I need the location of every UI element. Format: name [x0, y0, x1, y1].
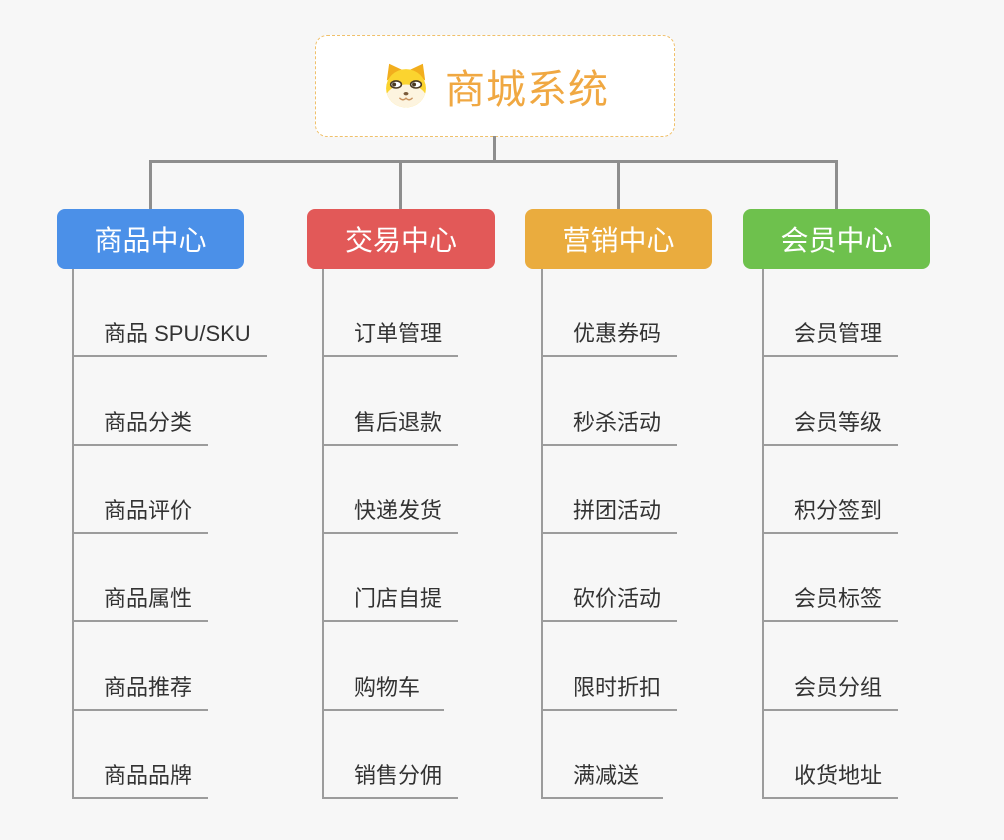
- child-topic[interactable]: 售后退款: [324, 357, 459, 446]
- child-topic[interactable]: 销售分佣: [324, 711, 459, 799]
- root-topic-title: 商城系统: [445, 68, 609, 112]
- child-topic[interactable]: 商品属性: [74, 534, 209, 623]
- child-topic[interactable]: 商品 SPU/SKU: [74, 269, 267, 358]
- child-topic[interactable]: 会员管理: [764, 269, 899, 358]
- child-topic[interactable]: 拼团活动: [543, 446, 678, 534]
- branch-topic-member[interactable]: 会员中心: [743, 209, 930, 269]
- child-topic[interactable]: 砍价活动: [543, 534, 678, 623]
- child-topic[interactable]: 限时折扣: [543, 622, 678, 711]
- child-topic[interactable]: 商品品牌: [74, 711, 209, 799]
- child-topic[interactable]: 订单管理: [324, 269, 459, 358]
- connector-drop: [149, 160, 152, 209]
- child-topic[interactable]: 收货地址: [764, 711, 899, 799]
- child-topic[interactable]: 积分签到: [764, 446, 899, 534]
- child-topic[interactable]: 会员标签: [764, 534, 899, 623]
- branch-topic-marketing[interactable]: 营销中心: [525, 209, 712, 269]
- connector-drop: [399, 160, 402, 209]
- branch-children-member: 会员管理会员等级积分签到会员标签会员分组收货地址: [762, 269, 899, 799]
- child-topic[interactable]: 会员等级: [764, 357, 899, 446]
- child-topic[interactable]: 会员分组: [764, 622, 899, 711]
- branch-children-marketing: 优惠券码秒杀活动拼团活动砍价活动限时折扣满减送: [541, 269, 678, 799]
- child-topic[interactable]: 快递发货: [324, 446, 459, 534]
- child-topic[interactable]: 商品分类: [74, 357, 209, 446]
- branch-topic-product[interactable]: 商品中心: [57, 209, 244, 269]
- child-topic[interactable]: 秒杀活动: [543, 357, 678, 446]
- child-topic[interactable]: 门店自提: [324, 534, 459, 623]
- connector-drop: [835, 160, 838, 209]
- child-topic[interactable]: 商品评价: [74, 446, 209, 534]
- child-topic[interactable]: 满减送: [543, 711, 663, 799]
- branch-topic-trade[interactable]: 交易中心: [307, 209, 495, 269]
- connector-drop: [617, 160, 620, 209]
- child-topic[interactable]: 购物车: [324, 622, 444, 711]
- child-topic[interactable]: 商品推荐: [74, 622, 209, 711]
- root-topic[interactable]: 商城系统: [315, 35, 675, 137]
- connector-root-stem: [493, 136, 496, 162]
- child-topic[interactable]: 优惠券码: [543, 269, 678, 358]
- branch-children-trade: 订单管理售后退款快递发货门店自提购物车销售分佣: [322, 269, 459, 799]
- shiba-dog-icon: [386, 63, 426, 108]
- connector-horizontal-bar: [149, 160, 838, 163]
